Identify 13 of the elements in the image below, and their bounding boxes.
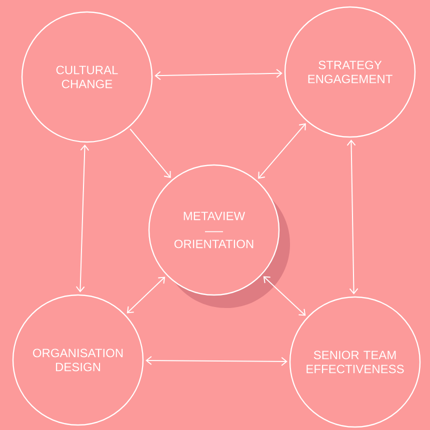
circle-node: CULTURAL CHANGE — [21, 11, 153, 143]
arrow — [146, 356, 288, 366]
arrow — [130, 128, 171, 178]
arrow — [76, 144, 90, 292]
circle-node: METAVIEW ORIENTATION — [148, 164, 280, 296]
circle-node: STRATEGY ENGAGEMENT — [284, 6, 416, 138]
arrow — [263, 276, 306, 316]
circle-node: ORGANISATION DESIGN — [12, 294, 144, 426]
arrow — [346, 140, 358, 294]
arrow — [126, 276, 166, 314]
arrow — [154, 68, 282, 80]
arrow — [258, 123, 306, 179]
circle-node: SENIOR TEAM EFFECTIVENESS — [289, 296, 421, 428]
